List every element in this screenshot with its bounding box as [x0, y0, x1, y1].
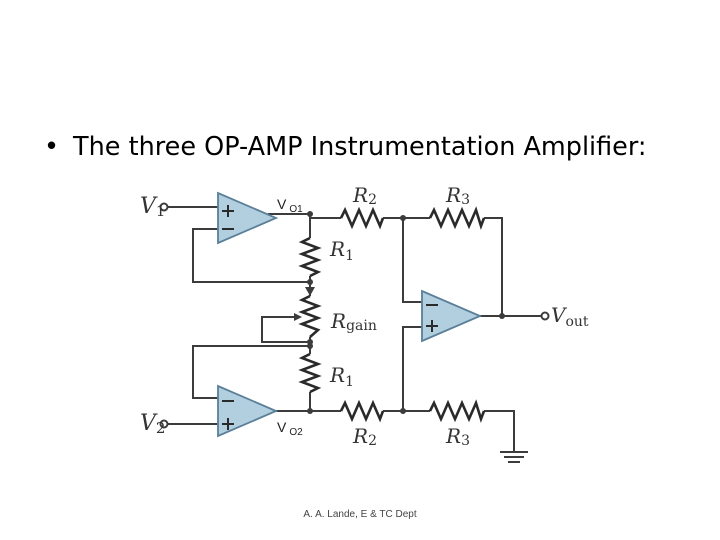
label-r1-bottom: R1 — [329, 363, 354, 390]
wire-r3-bottom-to-ground — [484, 410, 515, 452]
junction-dot — [400, 408, 406, 414]
label-vout: Vout — [551, 303, 589, 330]
junction-dot — [307, 408, 313, 414]
resistor-r2-top — [339, 206, 385, 230]
label-r1-top: R1 — [329, 237, 354, 264]
opamp-sign-minus-text: − — [0, 0, 1, 1]
junction-dot — [499, 313, 505, 319]
junction-dot — [400, 215, 406, 221]
rgain-chain-arrow — [305, 287, 315, 296]
slide-footer: A. A. Lande, E & TC Dept — [303, 509, 417, 520]
resistor-rgain — [298, 294, 322, 338]
resistor-r1-bottom — [298, 352, 322, 394]
junction-dot — [307, 211, 313, 217]
rgain-wiper-arrow — [294, 313, 302, 321]
wire-gain-wiper-loop — [261, 316, 310, 343]
resistor-r3-bottom — [428, 399, 486, 424]
junction-dot — [307, 343, 313, 349]
wire-vo1-top-rail — [268, 213, 341, 219]
slide-title-text: The three OP-AMP Instrumentation Amplifi… — [73, 132, 647, 162]
slide-title: • The three OP-AMP Instrumentation Amplif… — [44, 132, 647, 162]
wire-opamp2-feedback — [192, 345, 310, 399]
resistor-r2-bottom — [339, 399, 385, 423]
resistor-r3-top — [428, 206, 486, 231]
label-v1: V1 — [140, 194, 165, 220]
junction-dot — [307, 279, 313, 285]
input-terminal-v1 — [159, 202, 169, 212]
wire-opamp1-feedback — [192, 228, 310, 283]
wire-r3-top-to-output — [484, 217, 503, 316]
label-r3-top: R3 — [445, 183, 470, 208]
label-r2-bottom: R2 — [352, 424, 377, 449]
output-terminal-vout — [540, 311, 550, 321]
label-r3-bottom: R3 — [445, 424, 470, 449]
wire-inverting-node — [402, 218, 422, 303]
input-terminal-v2 — [159, 419, 169, 429]
wire-noninverting-node — [402, 326, 422, 411]
opamp-sign-plus-text: + — [0, 0, 1, 1]
bullet-glyph: • — [44, 132, 60, 162]
label-r2-top: R2 — [352, 183, 377, 208]
resistor-r1-top — [298, 236, 322, 278]
label-v2: V2 — [140, 411, 165, 437]
opamp-3 — [421, 289, 483, 343]
opamp-1 — [217, 191, 279, 245]
opamp-2 — [217, 384, 279, 438]
label-rgain: Rgain — [330, 309, 377, 334]
